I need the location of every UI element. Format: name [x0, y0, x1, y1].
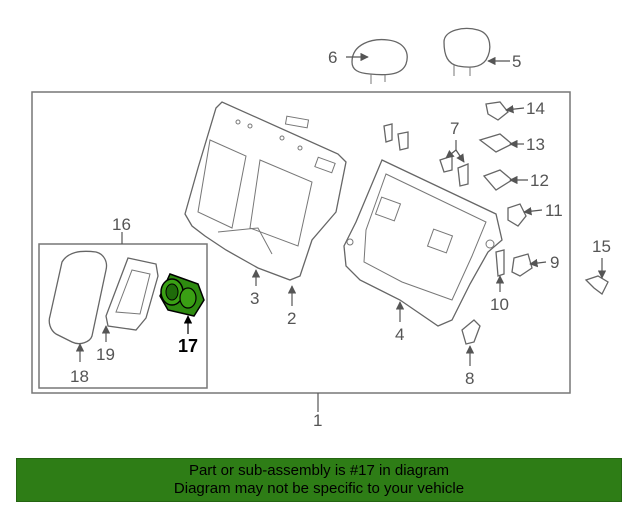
part-11-bracket[interactable]	[507, 203, 527, 227]
callout-7: 7	[450, 119, 459, 138]
callout-13: 13	[526, 135, 545, 154]
armrest-18[interactable]	[48, 250, 108, 345]
callout-2: 2	[287, 309, 296, 328]
seat-back-frame[interactable]	[343, 159, 503, 327]
callout-15: 15	[592, 237, 611, 256]
callout-4: 4	[395, 325, 404, 344]
part-12-bezel[interactable]	[482, 169, 514, 191]
callout-5: 5	[512, 52, 521, 71]
part-15-hook[interactable]	[584, 275, 609, 295]
armrest-frame-19[interactable]	[105, 257, 159, 331]
callout-11: 11	[545, 201, 563, 220]
part-14-clip[interactable]	[485, 101, 509, 121]
callout-8: 8	[465, 369, 474, 388]
callout-18: 18	[70, 367, 89, 386]
banner-line-2: Diagram may not be specific to your vehi…	[173, 480, 465, 497]
callout-16: 16	[112, 215, 131, 234]
banner-line-1: Part or sub-assembly is #17 in diagram	[188, 462, 450, 479]
part-7-pins[interactable]	[439, 155, 469, 187]
headrest-left[interactable]	[351, 38, 408, 84]
callout-9: 9	[550, 253, 559, 272]
seat-back-cushion[interactable]	[184, 101, 347, 281]
callout-10: 10	[490, 295, 509, 314]
callout-6: 6	[328, 48, 337, 67]
cup-holder-17-highlighted[interactable]	[159, 273, 205, 317]
part-9-bracket[interactable]	[511, 253, 533, 277]
part-bolts[interactable]	[383, 123, 409, 151]
callout-19: 19	[96, 345, 115, 364]
part-13-bezel[interactable]	[478, 133, 514, 153]
part-info-banner: Part or sub-assembly is #17 in diagram D…	[16, 458, 622, 502]
callout-17: 17	[178, 336, 198, 356]
sub-assembly-box	[38, 243, 208, 389]
callout-14: 14	[526, 99, 545, 118]
callout-12: 12	[530, 171, 549, 190]
callout-3: 3	[250, 289, 259, 308]
part-8-cover[interactable]	[461, 319, 481, 345]
assembly-box	[31, 91, 571, 394]
part-10-striker[interactable]	[495, 249, 505, 277]
headrest-right[interactable]	[443, 27, 491, 77]
callout-1: 1	[313, 411, 322, 430]
